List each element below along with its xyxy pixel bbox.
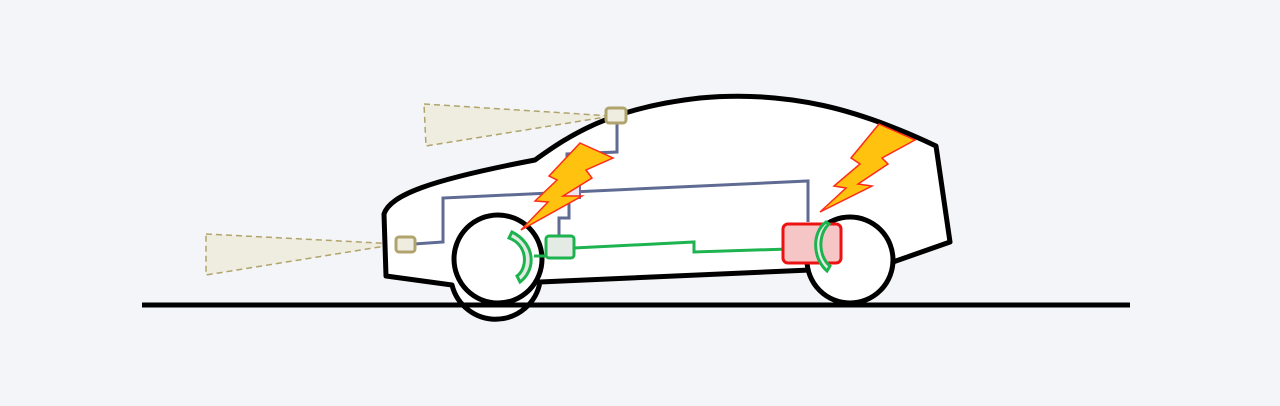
front-sensor-cone	[205, 233, 399, 276]
lightning-bolt-icon	[520, 142, 615, 231]
front-brake-icon	[506, 229, 533, 285]
lightning-bolt-icon	[819, 123, 917, 213]
roof-sensor-cone	[423, 103, 613, 147]
rear-brake-icon	[814, 220, 832, 274]
roof-sensor	[604, 106, 628, 125]
front-sensor	[394, 235, 417, 254]
rear-motor	[781, 222, 843, 265]
front-motor	[544, 234, 576, 260]
